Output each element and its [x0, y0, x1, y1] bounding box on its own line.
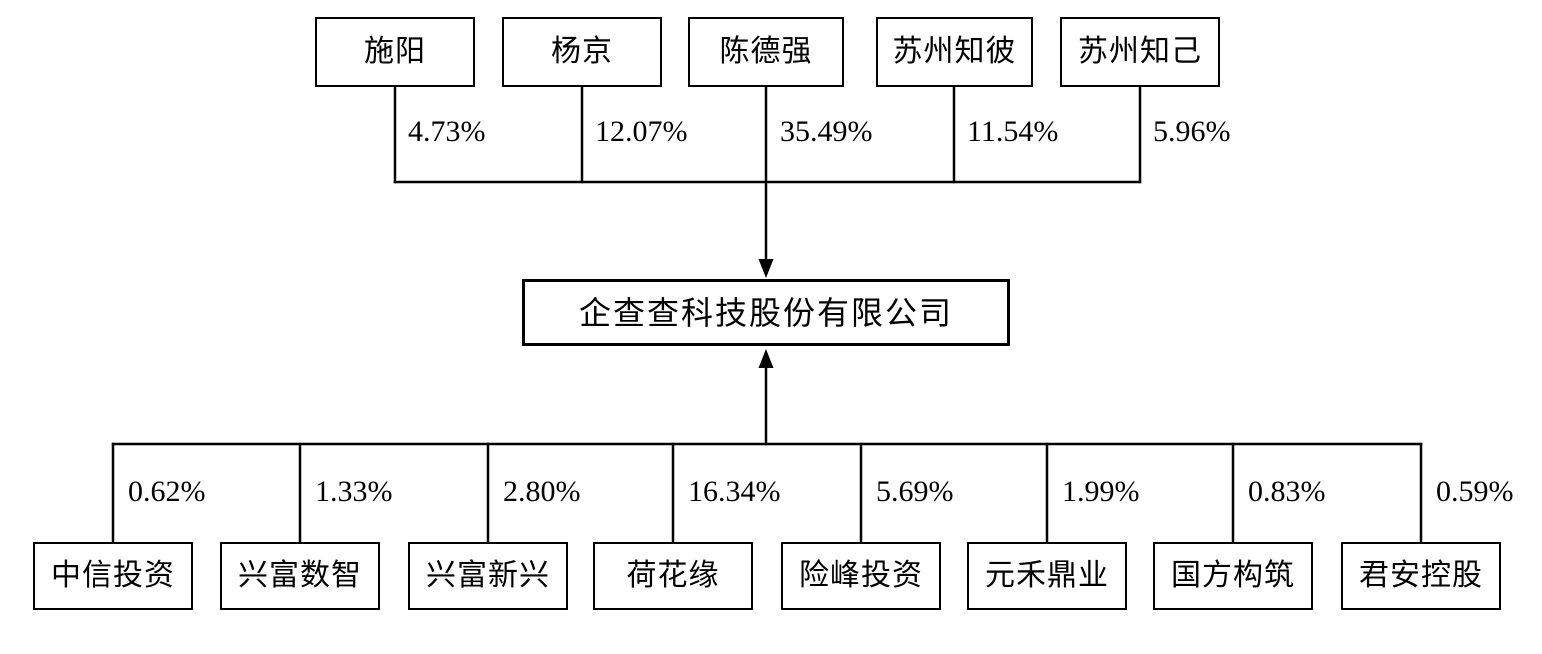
ownership-percent-label: 1.99% [1062, 475, 1140, 508]
bottom-shareholder-name: 国方构筑 [1171, 559, 1295, 592]
ownership-percent-label: 0.62% [128, 475, 206, 508]
top-shareholder-name: 杨京 [551, 35, 613, 68]
top-shareholder-name: 陈德强 [719, 35, 813, 68]
ownership-percent-label: 5.96% [1153, 115, 1231, 148]
bottom-shareholder-name: 兴富数智 [238, 559, 362, 592]
top-shareholder-box: 施阳 [315, 17, 475, 87]
arrow-up-icon [758, 349, 774, 368]
bottom-shareholder-box: 荷花缘 [593, 542, 753, 610]
top-shareholder-name: 施阳 [364, 35, 426, 68]
bottom-shareholder-box: 元禾鼎业 [967, 542, 1127, 610]
ownership-percent-label: 4.73% [408, 115, 486, 148]
ownership-percent-label: 35.49% [780, 115, 873, 148]
bottom-shareholder-box: 险峰投资 [781, 542, 941, 610]
bottom-shareholder-box: 国方构筑 [1153, 542, 1313, 610]
top-shareholder-name: 苏州知彼 [892, 35, 1017, 68]
bottom-shareholder-name: 中信投资 [51, 559, 175, 592]
bottom-shareholder-box: 兴富新兴 [408, 542, 568, 610]
ownership-percent-label: 1.33% [315, 475, 393, 508]
ownership-percent-label: 12.07% [595, 115, 688, 148]
bottom-shareholder-box: 君安控股 [1341, 542, 1501, 610]
arrow-down-icon [758, 259, 774, 278]
top-shareholder-name: 苏州知己 [1078, 35, 1202, 68]
top-shareholder-box: 苏州知彼 [876, 17, 1033, 87]
ownership-percent-label: 2.80% [503, 475, 581, 508]
ownership-percent-label: 0.83% [1248, 475, 1326, 508]
bottom-shareholder-name: 元禾鼎业 [985, 559, 1109, 592]
ownership-percent-label: 11.54% [967, 115, 1059, 148]
bottom-shareholder-box: 中信投资 [33, 542, 193, 610]
top-shareholder-box: 苏州知己 [1060, 17, 1220, 87]
ownership-percent-label: 5.69% [876, 475, 954, 508]
bottom-shareholder-box: 兴富数智 [220, 542, 380, 610]
top-shareholder-box: 杨京 [502, 17, 662, 87]
top-shareholder-box: 陈德强 [688, 17, 844, 87]
ownership-percent-label: 0.59% [1436, 475, 1514, 508]
bottom-shareholder-name: 险峰投资 [799, 559, 923, 592]
company-name: 企查查科技股份有限公司 [578, 294, 953, 331]
bottom-shareholder-name: 君安控股 [1359, 559, 1483, 592]
company-box: 企查查科技股份有限公司 [522, 279, 1010, 346]
ownership-percent-label: 16.34% [688, 475, 781, 508]
bottom-shareholder-name: 兴富新兴 [426, 559, 550, 592]
bottom-shareholder-name: 荷花缘 [626, 559, 720, 592]
